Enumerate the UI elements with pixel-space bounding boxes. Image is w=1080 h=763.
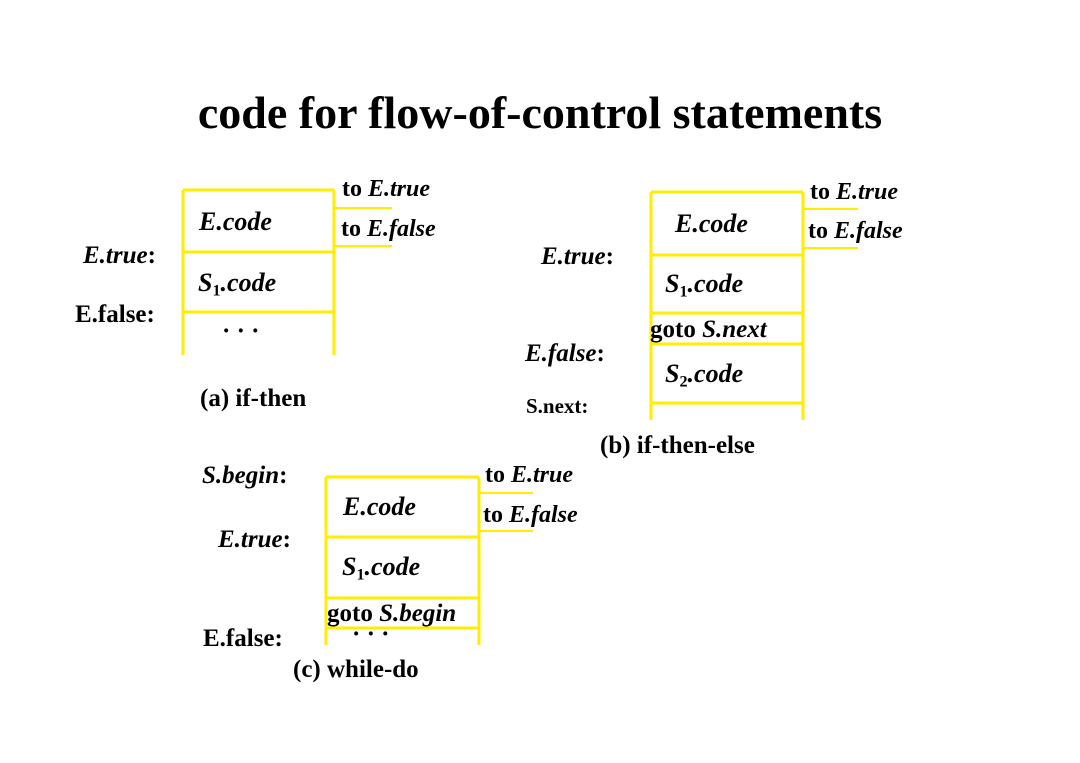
while-do-ellipsis: · · · <box>352 621 390 648</box>
while-do-box <box>324 475 481 645</box>
if-then-ecode: E.code <box>199 207 272 236</box>
while-do-caption: (c) while-do <box>293 656 419 683</box>
if-then-s1code: S1.code <box>198 268 277 300</box>
if-then-else-s1code: S1.code <box>665 269 744 301</box>
if-then-else-branch-arrows <box>803 208 858 249</box>
if-then-ellipsis: · · · <box>222 318 260 345</box>
if-then-else-label-efalse: E.false: <box>525 340 605 367</box>
if-then-else-branch-true: to E.true <box>810 179 899 205</box>
while-do-ecode: E.code <box>343 492 416 521</box>
if-then-else-branch-false: to E.false <box>808 218 903 244</box>
if-then-branch-true: to E.true <box>342 176 431 202</box>
while-do-goto: goto S.begin <box>327 600 457 627</box>
while-do-label-efalse: E.false: <box>203 625 283 652</box>
while-do-label-sbegin: S.begin: <box>202 462 288 489</box>
if-then-label-etrue: E.true: <box>83 242 156 269</box>
if-then-else-box <box>649 190 805 420</box>
if-then-label-efalse: E.false: <box>75 301 155 328</box>
while-do-branch-true: to E.true <box>485 462 574 488</box>
if-then-else-s2code: S2.code <box>665 359 744 391</box>
if-then-else-label-etrue: E.true: <box>541 243 614 270</box>
while-do-branch-arrows <box>479 492 533 532</box>
while-do-s1code: S1.code <box>342 552 421 584</box>
slide-title: code for flow-of-control statements <box>197 87 883 138</box>
if-then-branch-false: to E.false <box>341 216 436 242</box>
if-then-else-caption: (b) if-then-else <box>600 432 755 459</box>
if-then-box <box>181 188 336 355</box>
if-then-else-ecode: E.code <box>675 209 748 238</box>
if-then-branch-arrows <box>334 207 392 247</box>
if-then-caption: (a) if-then <box>200 385 307 412</box>
while-do-branch-false: to E.false <box>483 502 578 528</box>
while-do-label-etrue: E.true: <box>218 526 291 553</box>
if-then-else-label-snext: S.next: <box>526 394 589 418</box>
if-then-else-goto: goto S.next <box>650 316 767 343</box>
